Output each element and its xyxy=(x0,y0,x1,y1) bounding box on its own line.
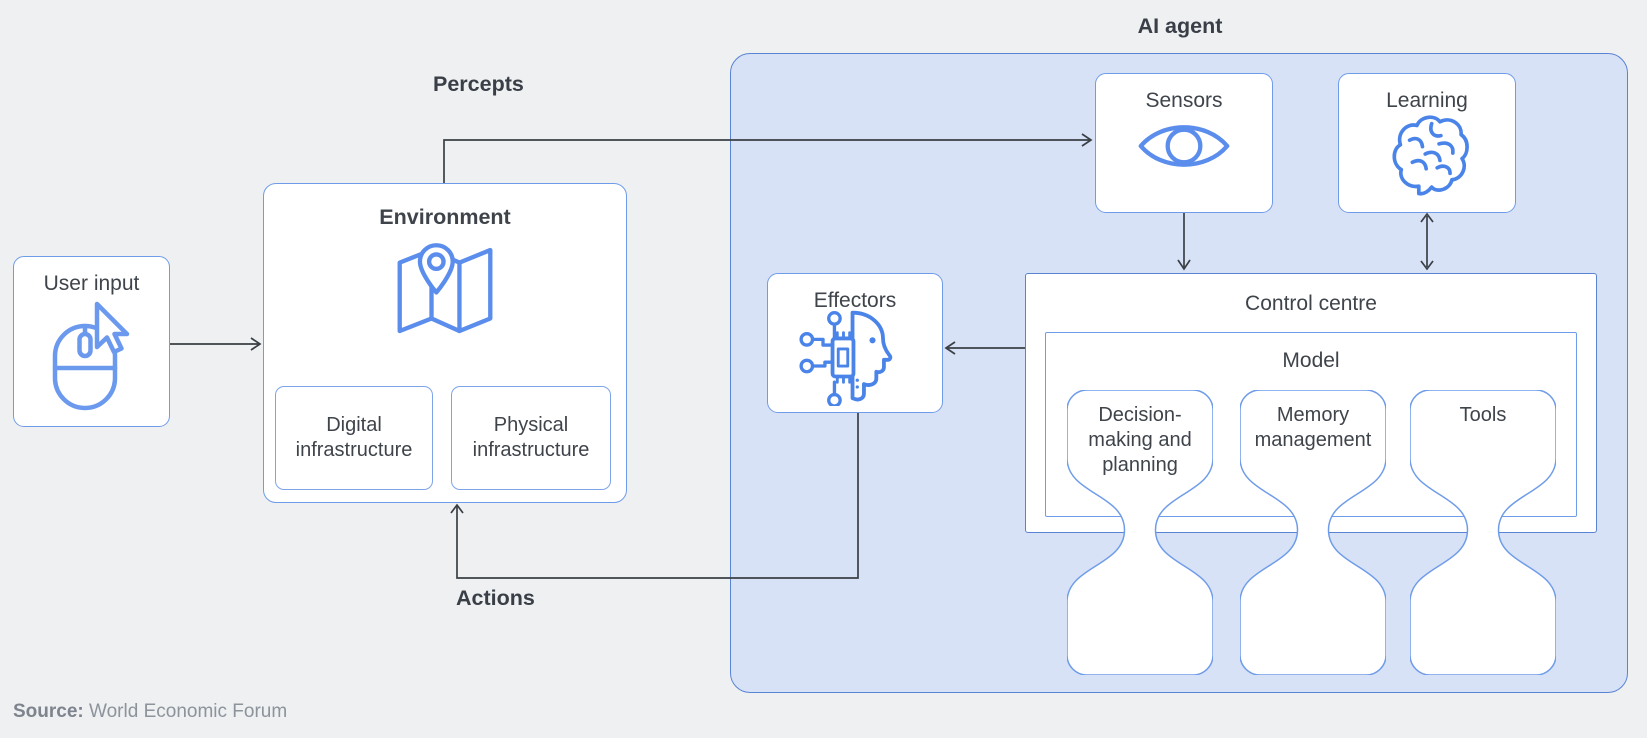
source-prefix: Source: xyxy=(13,701,84,722)
sensors-box: Sensors xyxy=(1095,73,1273,213)
learning-label: Learning xyxy=(1386,89,1468,112)
tools-component: Tools xyxy=(1410,390,1556,675)
digital-infrastructure-label: Digital infrastructure xyxy=(295,414,413,461)
hourglass-shape xyxy=(1410,390,1556,675)
folded-map-pin-icon xyxy=(397,243,493,334)
hourglass-shape xyxy=(1240,390,1386,675)
control-centre-label: Control centre xyxy=(1245,292,1377,315)
percepts-label: Percepts xyxy=(433,72,524,96)
decision-making-label: Decision-making and planning xyxy=(1088,404,1192,477)
cyborg-head-circuit-icon xyxy=(799,310,893,406)
user-input-label: User input xyxy=(43,272,140,295)
ai-agent-title: AI agent xyxy=(1137,14,1223,38)
digital-infrastructure-box: Digital infrastructure xyxy=(275,386,433,490)
memory-management-component: Memory management xyxy=(1240,390,1386,675)
physical-infrastructure-label: Physical infrastructure xyxy=(472,414,590,461)
sensors-label: Sensors xyxy=(1145,89,1223,112)
eye-icon xyxy=(1138,125,1230,167)
physical-infrastructure-box: Physical infrastructure xyxy=(451,386,611,490)
hourglass-shape xyxy=(1067,390,1213,675)
model-label: Model xyxy=(1282,349,1340,372)
decision-making-component: Decision-making and planning xyxy=(1067,390,1213,675)
tools-label: Tools xyxy=(1459,404,1507,426)
source-text: World Economic Forum xyxy=(83,701,288,722)
environment-title: Environment xyxy=(379,205,511,229)
brain-icon xyxy=(1392,115,1469,196)
actions-label: Actions xyxy=(456,586,535,610)
source-line: Source: World Economic Forum xyxy=(13,701,287,723)
mouse-cursor-icon xyxy=(52,301,130,411)
memory-management-label: Memory management xyxy=(1254,404,1372,452)
effectors-label: Effectors xyxy=(813,289,897,312)
